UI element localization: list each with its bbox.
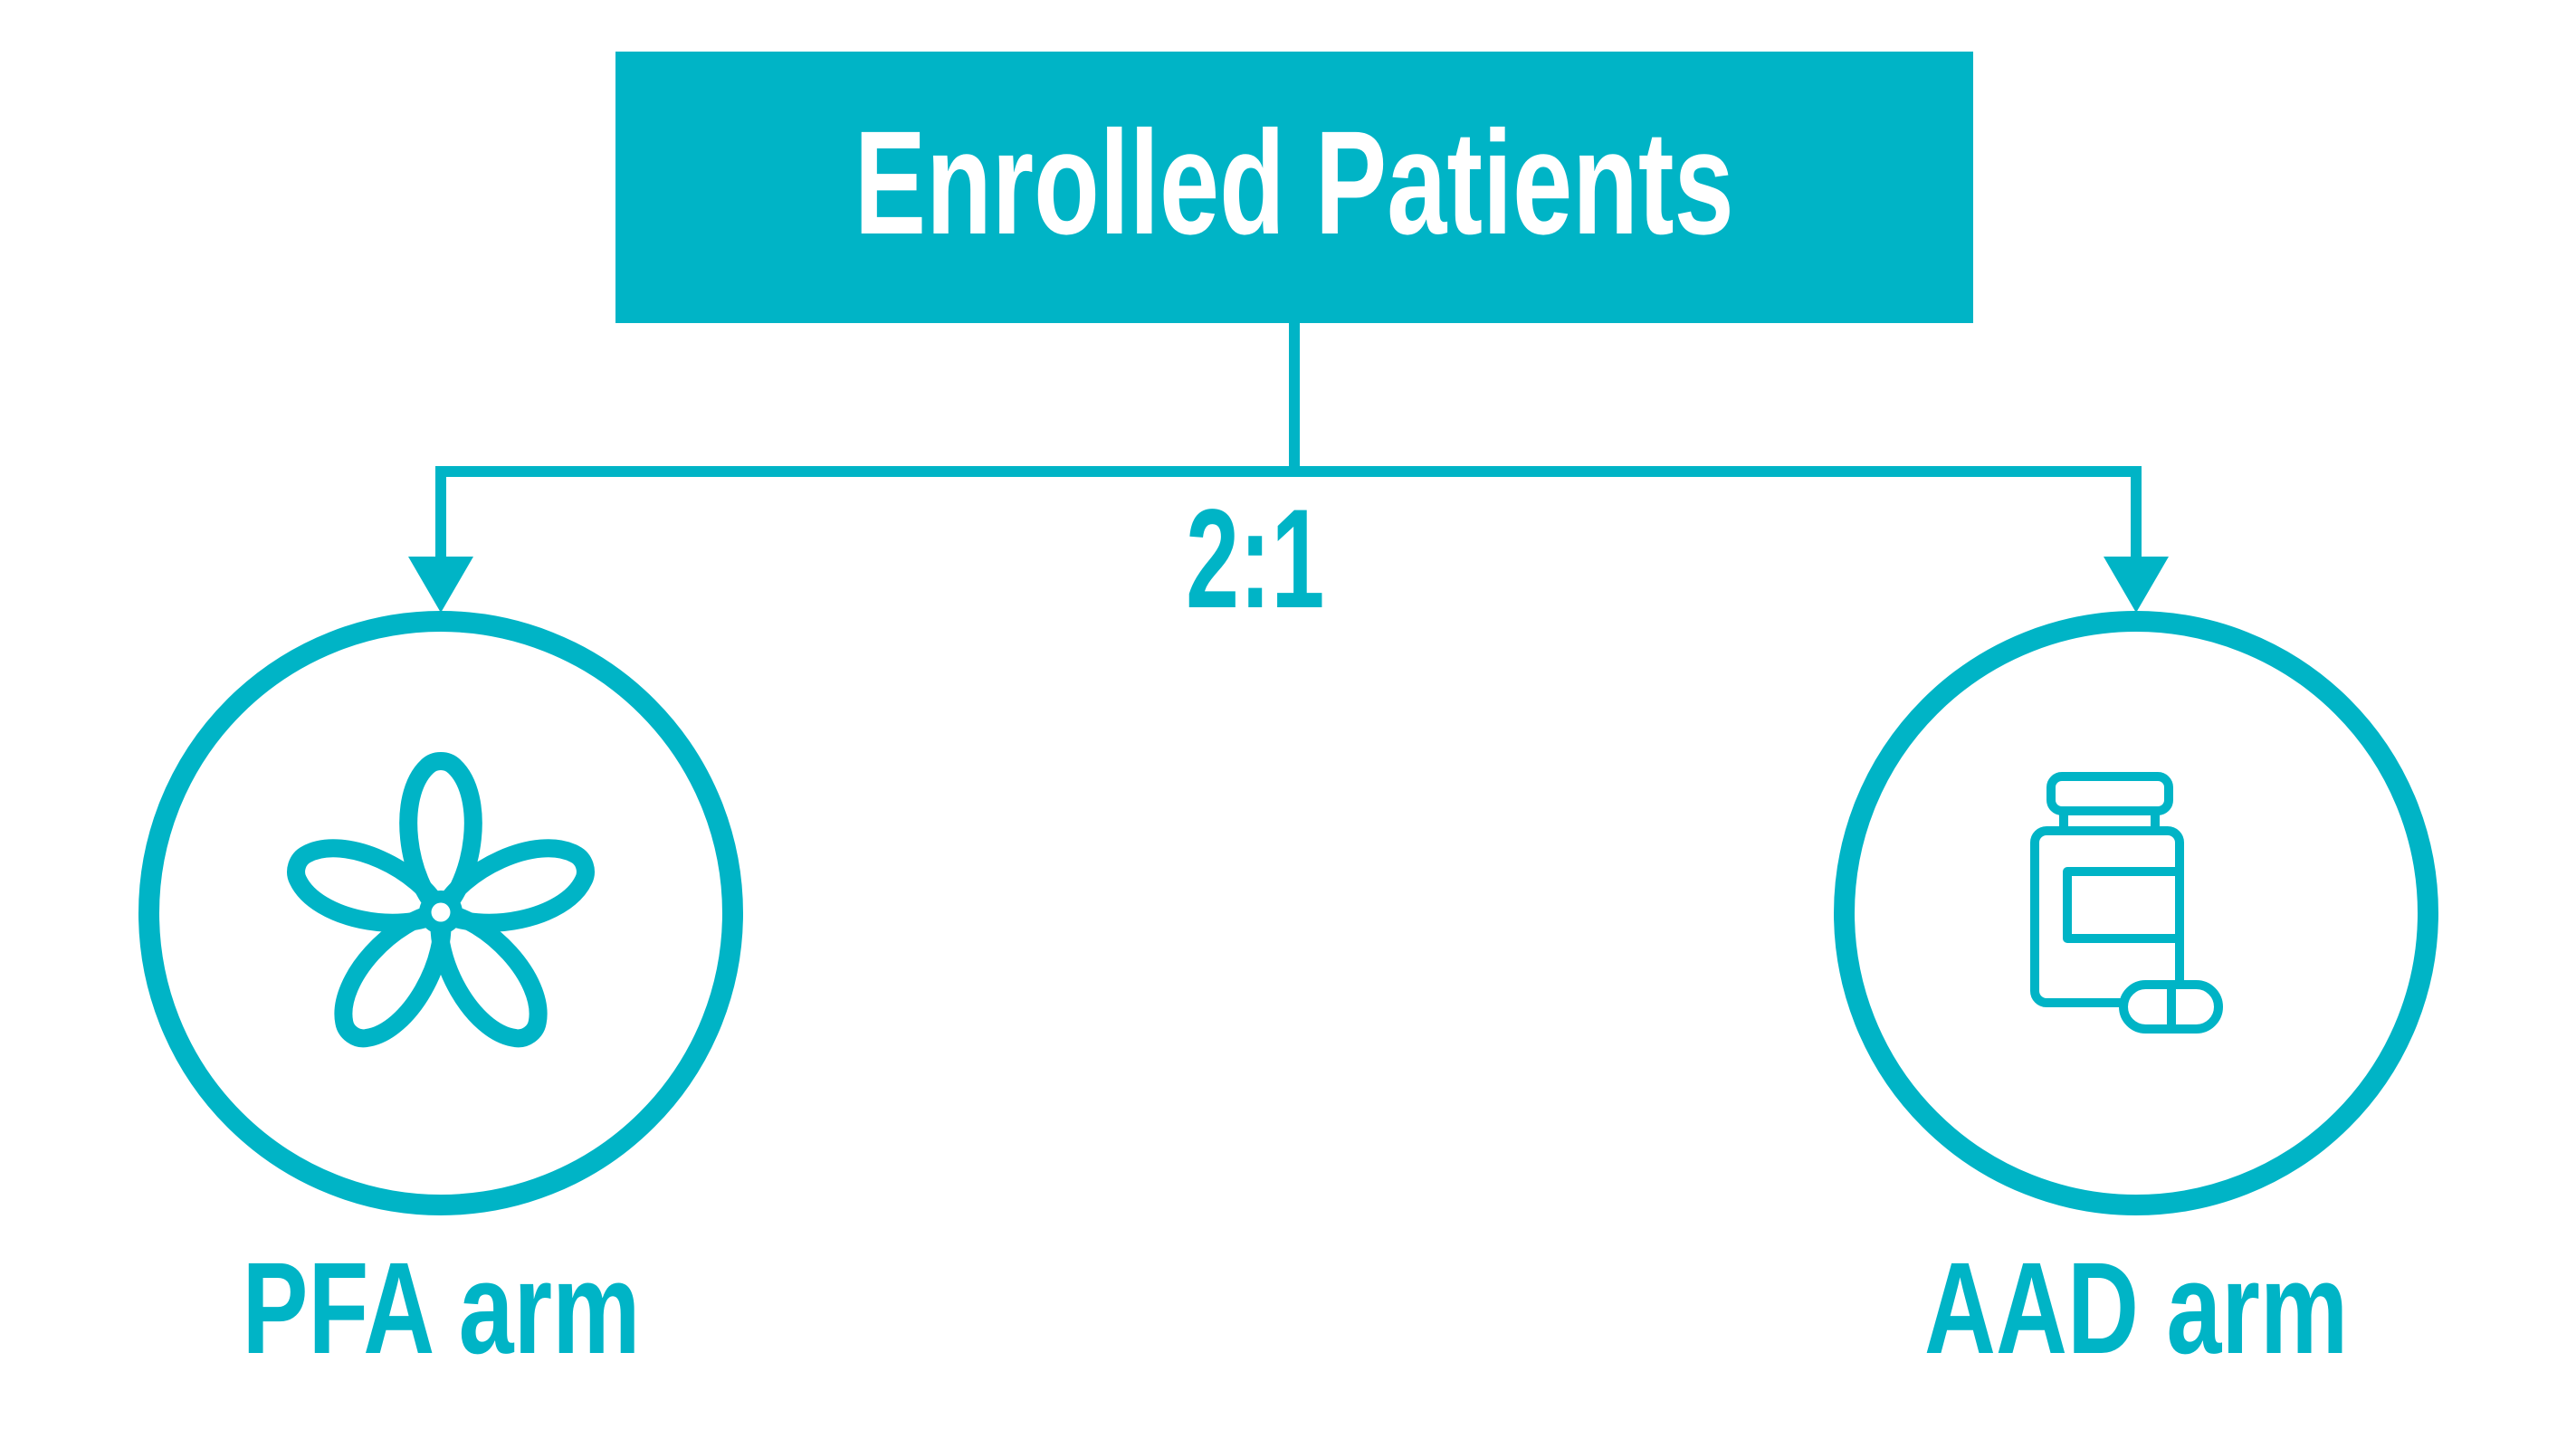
flower-petal <box>430 903 548 1048</box>
flower-petal <box>334 903 452 1048</box>
flower-petal <box>399 752 482 921</box>
stem-connector-line <box>1289 323 1300 477</box>
pfa-arm-label: PFA arm <box>242 1235 640 1381</box>
left-down-arrow-icon <box>408 557 473 613</box>
flower-hub-hole <box>431 902 451 922</box>
left-branch-line <box>435 466 446 558</box>
bottle-label <box>2063 867 2180 943</box>
aad-arm-label: AAD arm <box>1923 1235 2349 1381</box>
flower-petal <box>432 839 595 932</box>
flower-petal <box>287 839 450 932</box>
bottle-neck <box>2059 811 2160 827</box>
bottle-cap <box>2046 772 2173 815</box>
pill-bottle-icon <box>2030 772 2223 1034</box>
bottle-body <box>2030 826 2184 1007</box>
right-down-arrow-icon <box>2104 557 2169 613</box>
enrolled-patients-box: Enrolled Patients <box>615 52 1973 323</box>
randomization-ratio-label: 2:1 <box>1186 481 1325 638</box>
flower-catheter-icon <box>287 752 595 1048</box>
branch-connector-line <box>435 466 2140 477</box>
enrolled-patients-title: Enrolled Patients <box>854 99 1734 265</box>
right-branch-line <box>2131 466 2142 558</box>
